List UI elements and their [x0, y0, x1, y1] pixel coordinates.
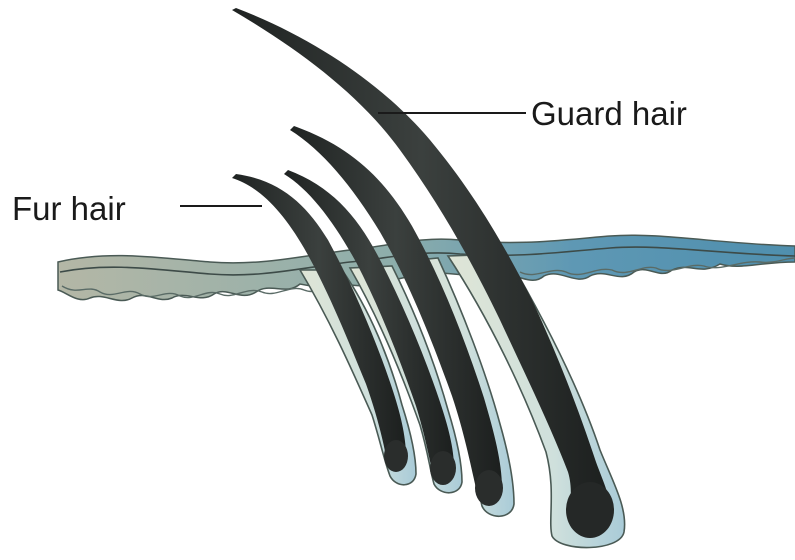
- guard-hair-bulb: [566, 482, 614, 538]
- fur-hair-label: Fur hair: [12, 192, 126, 225]
- fur-hair-3-bulb: [475, 470, 503, 506]
- fur-hair-2-bulb: [430, 451, 456, 485]
- guard-hair-label: Guard hair: [531, 97, 687, 130]
- fur-hair-1-bulb: [384, 440, 408, 472]
